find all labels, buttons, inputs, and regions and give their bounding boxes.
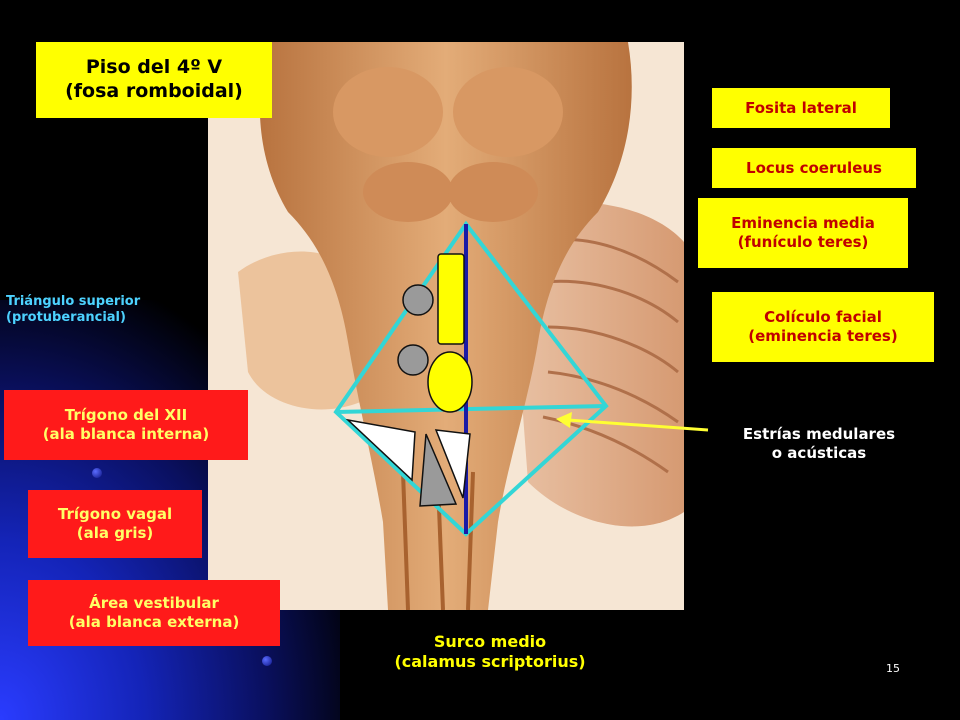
label-area-vestibular: Área vestibular (ala blanca externa): [28, 580, 280, 646]
label-trigono-xii: Trígono del XII (ala blanca interna): [4, 390, 248, 460]
colliculus-right: [453, 67, 563, 157]
label-coliculo-facial: Colículo facial (eminencia teres): [712, 292, 934, 362]
label-locus-coeruleus: Locus coeruleus: [712, 148, 916, 188]
hypoglossal-trigone-shape: [434, 429, 471, 499]
label-eminencia-media: Eminencia media (funículo teres): [698, 198, 908, 268]
decorative-bead: [262, 656, 272, 666]
page-number: 15: [886, 662, 900, 675]
label-fosita-lateral: Fosita lateral: [712, 88, 890, 128]
medial-eminence-shape: [437, 253, 465, 345]
title-line-2: (fosa romboidal): [65, 80, 243, 102]
label-estrias-medulares: Estrías medulares o acústicas: [742, 425, 896, 462]
label-trigono-vagal: Trígono vagal (ala gris): [28, 490, 202, 558]
brainstem-illustration: [208, 42, 684, 610]
medullary-striae-line: [335, 404, 607, 414]
colliculus-lower-right: [448, 162, 538, 222]
vestibular-area-shape: [345, 418, 416, 482]
colliculus-left: [333, 67, 443, 157]
label-surco-medio: Surco medio (calamus scriptorius): [394, 632, 586, 671]
striae-arrow-head: [556, 412, 572, 428]
lateral-fossa-marker: [402, 284, 434, 316]
cerebellar-folia: [537, 237, 679, 474]
title-line-1: Piso del 4º V: [85, 56, 223, 79]
label-triangulo-superior: Triángulo superior (protuberancial): [6, 293, 141, 325]
colliculus-lower-left: [363, 162, 453, 222]
decorative-bead: [92, 468, 102, 478]
brainstem-drawing: [208, 42, 684, 610]
striae-arrow-line: [567, 418, 709, 432]
vagal-trigone-shape: [419, 433, 458, 507]
slide-title: Piso del 4º V (fosa romboidal): [36, 42, 272, 118]
facial-colliculus-shape: [427, 351, 473, 413]
locus-coeruleus-marker: [397, 344, 429, 376]
